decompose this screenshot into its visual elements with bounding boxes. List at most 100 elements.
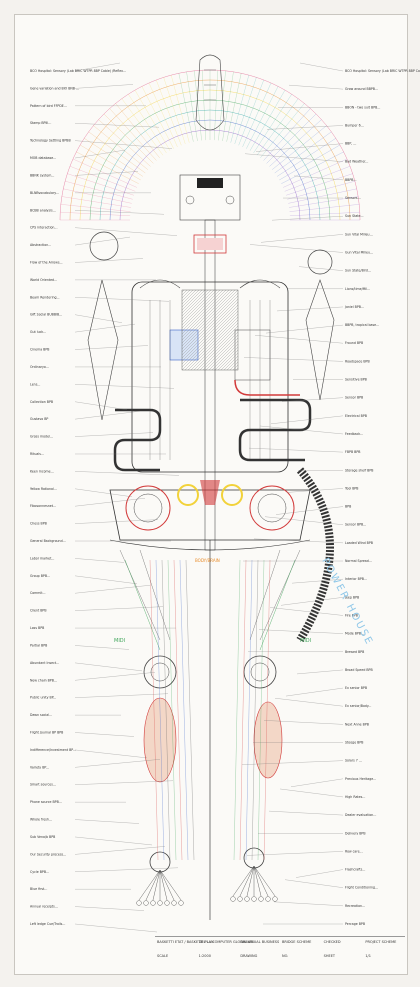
label-left: Beam Rendering... [30,295,60,299]
label-left: Phone source BPB... [30,800,62,804]
label-left: CPS interaction... [30,226,57,230]
title-block-cell: BASKETTI ETAT / BASKETTI PLAN [157,940,214,944]
label-left: BCBB analysis... [30,208,56,212]
knee-joints [143,655,277,689]
feet-roots [136,865,278,906]
title-block-cell: DRAWING [240,954,258,958]
label-left: BBNK system... [30,173,54,177]
torso-frame [131,279,289,473]
label-right: Sensitive BPB [345,378,367,382]
label-right: Lions/time/Mil... [345,287,370,291]
label-right: BBPB, tropical base... [345,323,379,327]
label-right: Sun State... [345,214,364,218]
label-right: Jeep BPB [344,595,359,599]
center-tag: BODY/BRAIN [195,558,220,563]
label-right: FBPB BPB [345,450,360,454]
label-right: Sensor BPB [345,396,363,400]
side-spindles [87,231,335,421]
midi-tag-right: MIDI [300,638,311,644]
label-right: Brewed BPB [345,650,364,654]
label-left: MOB database... [30,156,56,160]
label-right: Dealer evaluation... [345,813,376,817]
label-right: High Rates... [345,795,365,799]
title-block-cell: NO. [282,954,289,958]
label-right: Delivery BPB [345,831,366,835]
label-left: Stamp BPIII... [30,121,51,125]
label-right: Storage shelf BPB [345,468,373,472]
label-left: Whole fresh... [30,818,52,822]
label-right: Row care... [345,849,363,853]
label-right: Roadspace BPB [345,359,370,363]
label-left: Group BPB... [30,574,50,578]
label-left: Left ledge Cue/Trails... [30,922,65,926]
label-left: Abstraction... [30,243,51,247]
label-right: Stooge BPB [345,741,363,745]
label-left: Technology Settling BPBB [29,139,71,143]
label-right: Ex senior BPB [345,686,367,690]
label-right: Electrical BPB [345,414,367,418]
label-right: Percage BPB [345,922,365,926]
label-right: BBP, ... [345,142,356,146]
label-left: Public unity BP... [30,696,56,700]
label-right: Previous Heritage... [345,777,376,781]
label-left: Labor market... [30,556,54,560]
label-left: BLNBvocabulary... [30,191,59,195]
label-right: Fire BPB [345,613,358,617]
label-left: New chain BPB... [30,678,57,682]
label-left: Gustavo BP [30,417,48,421]
label-left: BCO Hospital: Sensory (Lab BRIC WTPR 8BP… [30,69,126,73]
label-right: Feedback... [345,432,363,436]
leg-funnels [119,549,301,651]
label-left: Dawn social... [30,713,52,717]
label-right: BPB [345,505,351,509]
label-right: Gun Vital Milieu... [345,250,373,254]
label-left: Our Security process... [30,852,66,856]
label-right: Normal Spread... [345,559,372,563]
label-left: Rituals... [30,452,44,456]
label-left: Pattern of bird FFPDE... [30,104,67,108]
label-left: Client BPB [30,609,47,613]
label-left: Indifference/Investment BP... [30,748,76,752]
label-left: Gross model... [30,435,53,439]
title-block-cell: SCALE [157,954,169,958]
label-left: Flow of the Arrows... [30,260,63,264]
label-right: Bad Weather... [345,160,368,164]
label-left: Annual receipts... [30,905,58,909]
label-left: Cinema BPB [30,348,49,352]
label-right: Sun State/Bird... [345,269,371,273]
head-fan [59,69,361,221]
label-left: Commit... [30,591,46,595]
pelvis-machine [109,480,311,551]
label-left: Sub Vena/b BPB [30,835,55,839]
title-block-cell: 1/1 [365,954,371,958]
label-left: Chess BPB [30,522,47,526]
title-block-cell: SHEET [323,954,336,958]
label-right: Next Anne BPB [345,722,369,726]
label-left: Lens... [30,382,40,386]
label-left: Smart sources... [30,783,56,787]
label-right: Mode BPB... [345,632,364,636]
label-right: Grow around BBPB... [345,87,378,91]
label-left: Flight Journal BP BPB [30,731,63,735]
label-left: Gut luck... [30,330,46,334]
label-left: Collection BPB [30,400,53,404]
midi-tag-left: MIDI [114,638,125,644]
label-left: Gift Social BUBBIB... [30,313,62,317]
labels-right: BCO Hospital: Sensory (Lab BRIC WTPR 8BP… [344,69,420,926]
title-block-cell: BRIDGE SCHEME [282,940,312,944]
label-left: Cycle BPB... [30,870,49,874]
leader-lines [74,62,344,933]
ankle-joints [149,847,265,873]
label-right: Recreation... [345,904,365,908]
label-right: Flight Conditioning... [345,886,378,890]
label-right: Broad Speed BPB [345,668,373,672]
label-left: Variety BP... [30,765,49,769]
label-right: BBPB... [345,178,357,182]
leg-lines [149,540,271,920]
label-right: BCO Hospital: Sensory (Lab BRIC WTPR 8BP… [345,69,420,73]
label-right: BBON - two suit BPB... [345,105,380,109]
label-right: Bumper 6... [345,123,364,127]
label-left: Loss BPB [30,626,44,630]
